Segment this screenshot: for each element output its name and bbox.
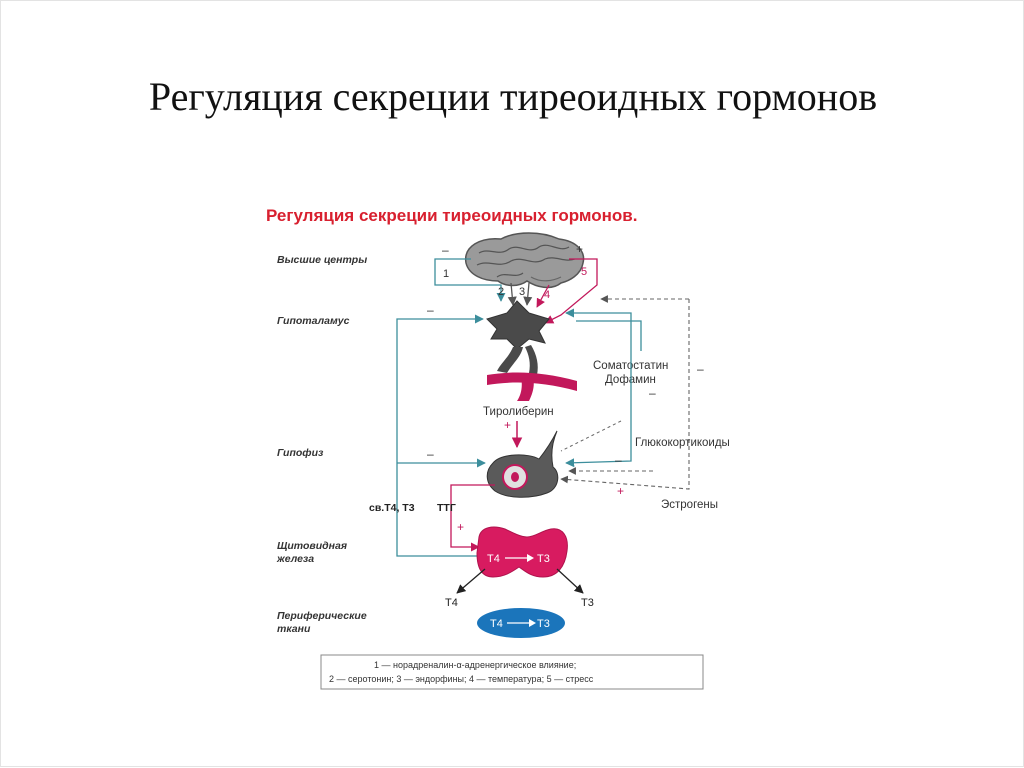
legend-line2: 2 — серотонин; 3 — эндорфины; 4 — темпер… [329,674,594,684]
sign-minus-hypothalamus: – [427,303,434,317]
label-t4-periphery: Т4 [445,597,458,609]
feedback-line-hypothalamus [396,314,485,557]
sign-minus-dashed: – [697,362,704,376]
number-3: 3 [519,286,525,298]
number-2: 2 [498,286,504,298]
label-t3-periphery: Т3 [581,597,594,609]
sign-minus-somatostatin: – [649,386,656,400]
level-hypothalamus: Гипоталамус [277,315,350,327]
arrow-path-4 [536,284,550,308]
sign-plus-higher-right: + [576,242,583,256]
level-pituitary: Гипофиз [277,447,324,459]
arrow-t4-periphery [456,568,486,594]
label-estrogens: Эстрогены [661,499,718,511]
somatostatin-line [565,308,632,468]
sign-plus-thyroliberin: + [504,418,511,432]
somatostatin-line-2 [576,320,642,351]
periphery-label-t3: Т3 [537,618,550,630]
thyroid-label-t4: Т4 [487,553,500,565]
level-higher-centers: Высшие центры [277,254,367,266]
diagram-title: Регуляция секреции тиреоидных гормонов. [266,206,637,225]
number-5: 5 [581,266,587,278]
sign-minus-glucocorticoids: – [615,453,622,467]
sign-plus-ttg: + [457,520,464,534]
level-thyroid-line2: железа [276,553,314,565]
legend-line1: 1 — норадреналин-α-адренергическое влиян… [374,660,576,670]
periphery-label-t4: Т4 [490,618,503,630]
label-ttg: ТТГ [437,502,456,514]
sign-plus-estrogens: + [617,484,624,498]
arrow-path-1 [434,258,506,302]
label-thyroliberin: Тиролиберин [483,406,554,418]
pituitary-gland-icon [486,430,559,498]
portal-vessel-stem [517,377,534,401]
arrow-path-5 [544,258,598,324]
level-peripheral-line1: Периферические [277,610,367,622]
arrow-ttg [450,484,495,552]
thyroid-conversion-arrowhead [527,554,534,562]
level-thyroid-line1: Щитовидная [277,540,347,552]
label-free-t4-t3: св.Т4, Т3 [369,502,415,514]
arrow-t3-periphery [556,568,584,594]
sign-minus-pituitary: – [427,447,434,461]
dashed-line-estrogens [560,299,690,490]
level-peripheral-line2: ткани [277,623,311,635]
slide-title: Регуляция секреции тиреоидных гормонов [148,74,878,119]
thyroid-gland-icon [476,526,568,578]
hypothalamus-neuron-icon [486,300,550,375]
brain-icon [465,232,585,289]
number-1: 1 [443,268,449,280]
legend-box [320,654,704,690]
arrow-path-2 [507,282,517,306]
dashed-line-glucocorticoids-2 [560,420,622,452]
periphery-conversion-arrowhead [529,619,536,627]
sign-minus-higher-left: – [442,243,449,257]
label-glucocorticoids: Глюкокортикоиды [635,437,730,449]
number-4: 4 [544,289,550,301]
thyroid-label-t3: Т3 [537,553,550,565]
arrow-path-3 [523,282,533,306]
